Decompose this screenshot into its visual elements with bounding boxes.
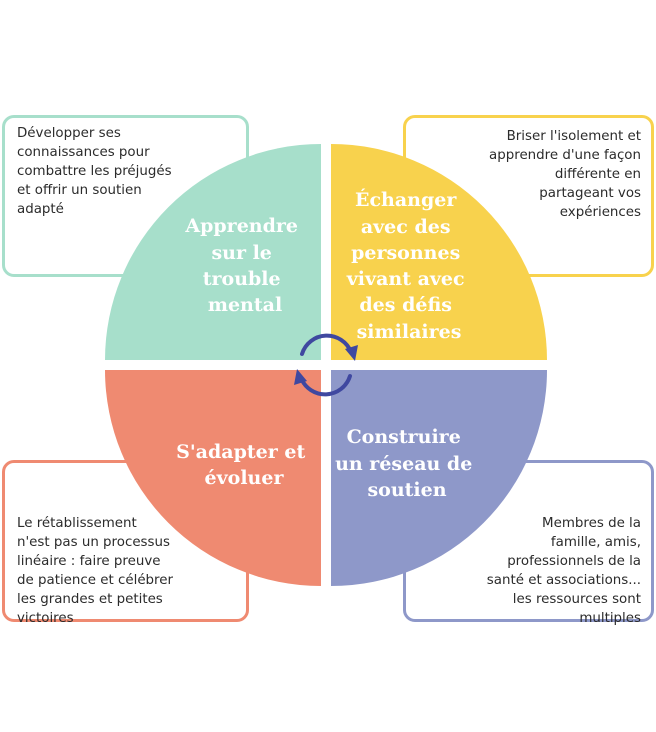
quadrant-top-right-label: Échanger avec des personnes vivant avec …	[346, 188, 471, 343]
label-line: soutien	[367, 479, 446, 501]
quadrant-top-right	[331, 144, 547, 360]
quadrant-bottom-right-label: Construire un réseau de soutien	[335, 426, 479, 501]
label-line: Construire	[347, 426, 461, 448]
quadrant-top-left-label: Apprendre sur le trouble mental	[184, 215, 304, 316]
label-line: Échanger	[355, 188, 457, 211]
label-line: S'adapter et	[176, 441, 305, 463]
label-line: trouble	[203, 268, 281, 290]
box-top-left-text: Développer ses connaissances pour combat…	[17, 126, 172, 217]
quadrant-bottom-right	[331, 370, 547, 586]
quadrant-top-left	[105, 144, 321, 360]
cycle-arrows-icon	[294, 333, 358, 397]
label-line: personnes	[351, 242, 460, 264]
label-line: vivant avec	[346, 268, 465, 290]
quadrant-bottom-left-label: S'adapter et évoluer	[176, 441, 312, 489]
label-line: mental	[208, 294, 282, 316]
label-line: similaires	[357, 321, 462, 343]
quadrant-bottom-left	[105, 370, 321, 586]
box-bottom-right-text: Membres de la famille, amis, professionn…	[486, 516, 641, 626]
box-top-right-text: Briser l'isolement et apprendre d'une fa…	[489, 129, 641, 220]
label-line: Apprendre	[184, 215, 298, 237]
label-line: avec des	[361, 216, 451, 238]
label-line: évoluer	[205, 467, 285, 489]
label-line: des défis	[359, 294, 452, 316]
box-bottom-left-text: Le rétablissement n'est pas un processus…	[17, 516, 174, 626]
label-line: un réseau de	[335, 453, 472, 475]
label-line: sur le	[211, 242, 271, 264]
